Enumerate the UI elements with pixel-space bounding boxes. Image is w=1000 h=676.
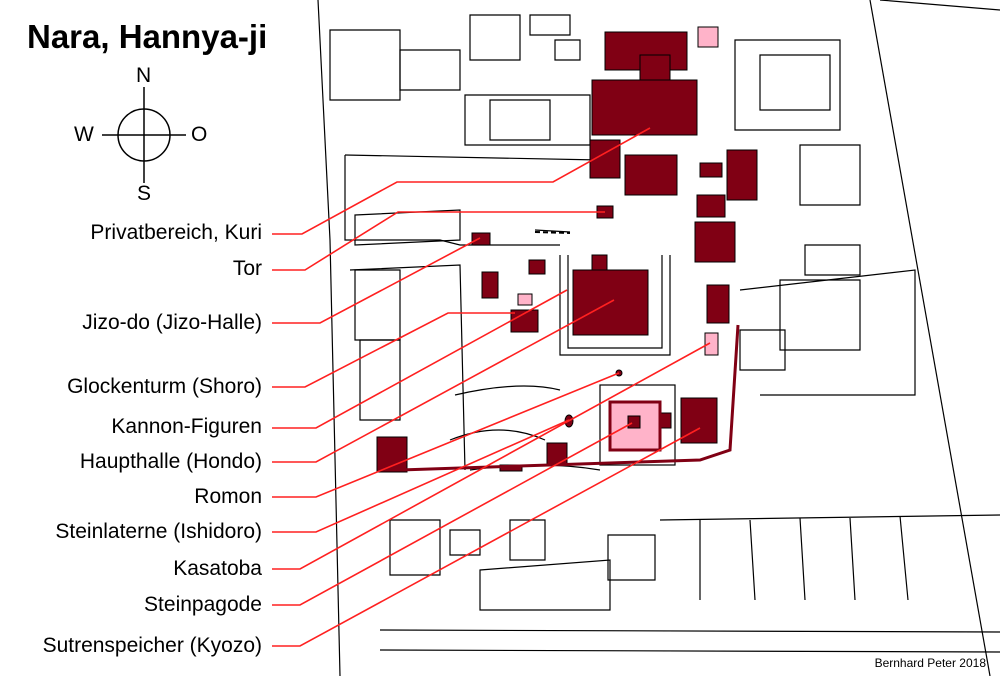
path-dashes xyxy=(534,231,571,234)
label-steinlaterne: Steinlaterne (Ishidoro) xyxy=(55,520,262,543)
label-sutrenspeicher: Sutrenspeicher (Kyozo) xyxy=(42,634,262,657)
streets-and-outlines xyxy=(317,0,1000,676)
leader-lines xyxy=(272,127,711,647)
compass-south: S xyxy=(137,182,152,205)
label-glockenturm: Glockenturm (Shoro) xyxy=(67,375,262,398)
compass-west: W xyxy=(74,123,94,146)
label-steinpagode: Steinpagode xyxy=(144,593,262,616)
label-romon: Romon xyxy=(194,485,262,508)
temple-buildings xyxy=(376,31,758,473)
label-kannon: Kannon-Figuren xyxy=(111,415,262,438)
label-kasatoba: Kasatoba xyxy=(173,557,262,580)
compass-north: N xyxy=(136,64,152,87)
compass-rose-icon xyxy=(102,87,186,183)
label-haupthalle: Haupthalle (Hondo) xyxy=(79,450,262,473)
label-kuri: Privatbereich, Kuri xyxy=(90,221,262,244)
credit: Bernhard Peter 2018 xyxy=(874,656,986,670)
label-jizo-do: Jizo-do (Jizo-Halle) xyxy=(82,311,262,334)
compass-east: O xyxy=(191,123,208,146)
highlight-buildings xyxy=(517,26,719,452)
label-tor: Tor xyxy=(232,257,262,280)
map-title: Nara, Hannya-ji xyxy=(27,18,268,55)
